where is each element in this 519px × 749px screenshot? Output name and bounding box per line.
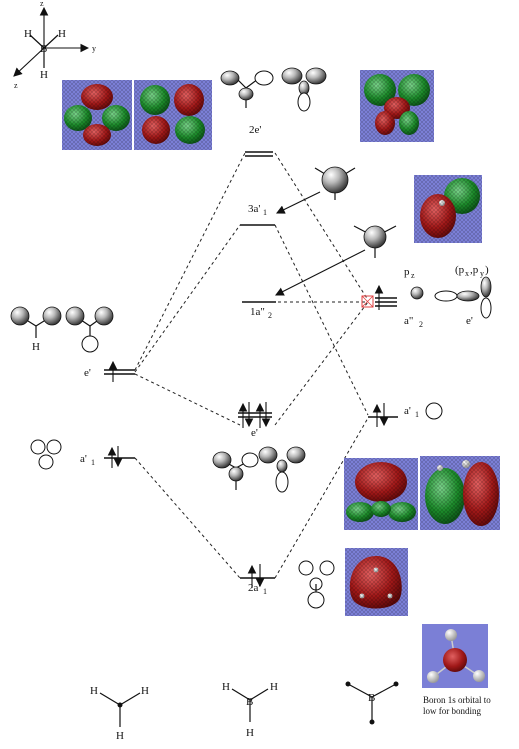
right-label-subscript: 1 bbox=[415, 410, 419, 419]
e-prime-label: e' bbox=[466, 315, 473, 327]
mo-level-2a1: 2a' 1 bbox=[240, 564, 275, 596]
axis-z-top-label: z bbox=[40, 0, 44, 8]
orbital-panel-e-prime-right bbox=[420, 456, 500, 530]
level-label-subscript: 2 bbox=[268, 311, 272, 320]
pz-label: p bbox=[404, 266, 410, 278]
atom-h-label: H bbox=[116, 730, 124, 742]
axis-z-bottom-label: z bbox=[14, 81, 18, 90]
a2-label: a" bbox=[404, 315, 413, 327]
e-prime-sketches-top bbox=[220, 67, 327, 112]
mo-level-2e-prime: 2e' bbox=[245, 124, 273, 157]
pxpy-label-open: (p bbox=[455, 264, 465, 276]
boron-fragment-structure: B bbox=[345, 681, 399, 725]
left-a1-lcao-sketch bbox=[30, 439, 62, 470]
left-label-subscript: 1 bbox=[91, 458, 95, 467]
level-label: 1a" bbox=[250, 306, 265, 318]
atom-b-label: B bbox=[368, 692, 375, 704]
orbital-panel-2a1 bbox=[345, 548, 408, 616]
axes-sketch: z y z H H B H bbox=[13, 0, 96, 90]
bh3-structure: H H B H bbox=[222, 681, 278, 739]
mo-level-1a2: 1a" 2 bbox=[242, 301, 276, 320]
boron-2s-orbital bbox=[425, 402, 443, 420]
orbital-panel-2e-right bbox=[134, 80, 212, 150]
orbital-panel-2e-left bbox=[62, 80, 132, 150]
level-label: 2e' bbox=[249, 124, 261, 136]
level-label: 2a' bbox=[248, 582, 260, 594]
pz-sketch-1a2 bbox=[275, 225, 397, 296]
orbital-panel-boron-1s bbox=[422, 624, 488, 688]
left-label: a' bbox=[80, 453, 87, 465]
boron-1s-caption: Boron 1s orbital to low for bonding bbox=[423, 695, 491, 716]
atom-h-label: H bbox=[58, 28, 66, 40]
pxpy-label-y: y bbox=[480, 269, 484, 278]
atom-h-label: H bbox=[90, 685, 98, 697]
mo-level-3a1: 3a' 1 bbox=[240, 203, 275, 226]
caption-line-2: low for bonding bbox=[423, 706, 481, 716]
a1-sketch-3a1 bbox=[276, 166, 356, 214]
right-p-labels: p z (p x ,p y ) a" 2 e' bbox=[404, 264, 492, 329]
atom-h-label: H bbox=[24, 28, 32, 40]
atom-h-label: H bbox=[40, 69, 48, 81]
pxpy-label-comma: ,p bbox=[470, 264, 479, 276]
left-a1-level: a' 1 bbox=[80, 446, 135, 468]
atom-b-label: B bbox=[40, 43, 47, 55]
atom-h-label: H bbox=[246, 727, 254, 739]
right-label: a' bbox=[404, 405, 411, 417]
correlation-lines bbox=[134, 152, 369, 579]
atom-h-label: H bbox=[141, 685, 149, 697]
left-e-prime-level: e' bbox=[84, 360, 135, 382]
level-label-subscript: 1 bbox=[263, 587, 267, 596]
pz-orbital-sketch bbox=[410, 286, 424, 300]
h3-fragment-structure: H H H bbox=[90, 685, 149, 742]
a2-label-subscript: 2 bbox=[419, 320, 423, 329]
left-e-prime-lcao-sketches: H bbox=[10, 306, 114, 353]
pxpy-label-x: x bbox=[465, 269, 469, 278]
left-label: e' bbox=[84, 367, 91, 379]
pz-label-subscript: z bbox=[411, 271, 415, 280]
mo-level-e-prime-occupied: e' bbox=[238, 402, 272, 439]
pxpy-label-close: ) bbox=[485, 264, 489, 276]
e-prime-sketches-mid bbox=[212, 446, 306, 493]
right-p-level bbox=[361, 284, 397, 310]
atom-h-label: H bbox=[222, 681, 230, 693]
atom-h-label: H bbox=[32, 341, 40, 353]
caption-line-1: Boron 1s orbital to bbox=[423, 695, 491, 705]
level-label-subscript: 1 bbox=[263, 208, 267, 217]
atom-b-label: B bbox=[246, 696, 253, 708]
axis-y-label: y bbox=[92, 44, 96, 53]
orbital-panel-3a1 bbox=[414, 175, 482, 243]
level-label: e' bbox=[251, 427, 258, 439]
atom-h-label: H bbox=[270, 681, 278, 693]
right-s-level: a' 1 bbox=[368, 402, 443, 427]
orbital-panel-2e-far-right bbox=[360, 70, 434, 142]
level-label: 3a' bbox=[248, 203, 260, 215]
orbital-panel-e-prime-left bbox=[344, 458, 418, 530]
a1-sketch-2a1 bbox=[298, 560, 335, 609]
empty-pz-marker bbox=[361, 295, 374, 308]
